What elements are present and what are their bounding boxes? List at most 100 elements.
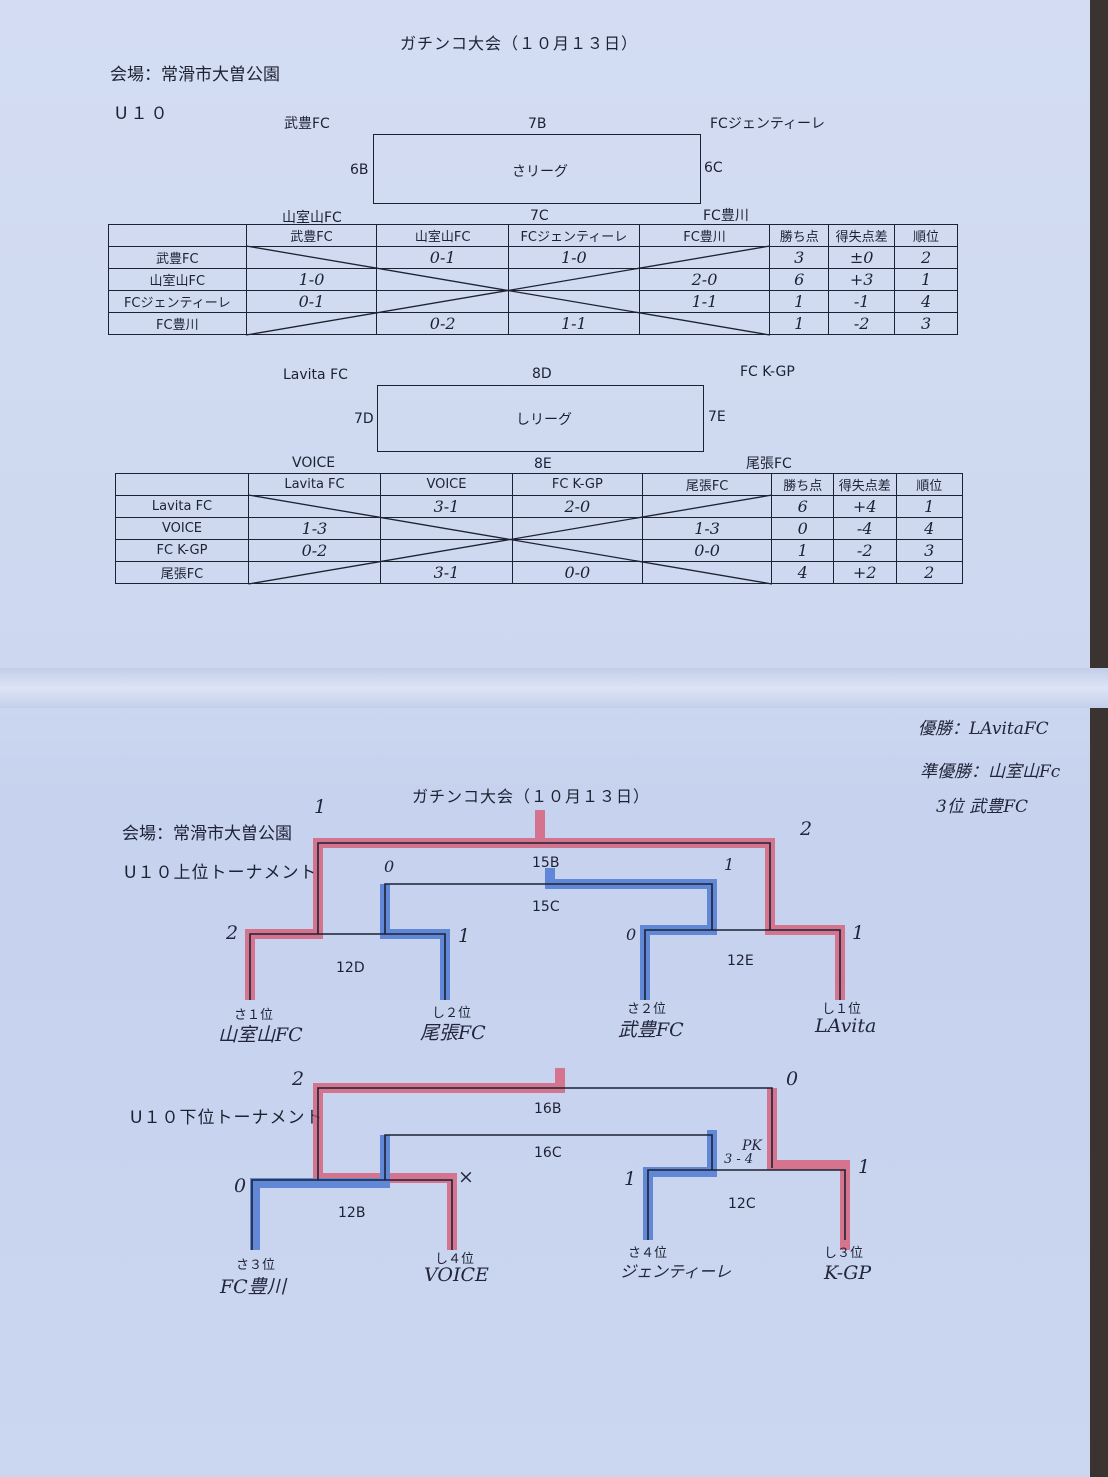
league-b-field-right: 7E	[708, 409, 726, 425]
league-a-field-left: 6B	[350, 162, 369, 178]
league-a-name: さリーグ	[512, 164, 568, 180]
table-cell: 0-0	[511, 561, 643, 584]
lower-semi-left-score-b: ×	[458, 1166, 474, 1188]
column-header: FCジェンティーレ	[508, 224, 640, 247]
lower-team-4-name: K-GP	[824, 1262, 872, 1284]
table-cell: 2	[895, 561, 964, 584]
upper-team-1-seed: さ１位	[234, 1008, 274, 1023]
league-b-top-right: FC K-GP	[740, 364, 795, 380]
lower-team-2-name: VOICE	[424, 1264, 489, 1286]
diagonal-line	[248, 494, 773, 585]
lower-semi-right-score-a: 1	[624, 1168, 637, 1190]
upper-tournament-label: U１０上位トーナメント	[124, 863, 318, 883]
column-header: 尾張FC	[641, 473, 773, 496]
league-a-field-right: 6C	[704, 160, 723, 176]
lower-semi-left-field: 12B	[338, 1205, 366, 1221]
row-team-name: FC豊川	[108, 312, 247, 335]
row-team-name: 尾張FC	[115, 561, 249, 584]
column-header: 山室山FC	[376, 224, 509, 247]
upper-semi-right-score-a: 0	[626, 925, 637, 944]
column-header: 得失点差	[832, 473, 897, 496]
upper-third-field: 15C	[532, 899, 560, 915]
league-b-field-left: 7D	[354, 411, 374, 427]
league-a-field-top: 7B	[528, 116, 547, 132]
table-cell: 0-1	[245, 290, 378, 313]
paper-fold	[0, 668, 1108, 708]
upper-semi-right-field: 12E	[727, 953, 754, 969]
sheet1-category: U１０	[115, 104, 171, 124]
league-b-field-bottom: 8E	[534, 456, 552, 472]
league-b-name: しリーグ	[516, 412, 572, 428]
table-cell: 1-0	[508, 246, 640, 269]
sheet2-title: ガチンコ大会（１０月１３日）	[412, 787, 651, 806]
table-cell: 2-0	[638, 268, 771, 291]
table-cell: 1-0	[245, 268, 378, 291]
sheet2-venue: 会場：常滑市大曽公園	[122, 824, 292, 844]
league-a-box	[373, 134, 701, 204]
lower-team-2-seed: し４位	[435, 1252, 475, 1267]
lower-final-score-b: 0	[786, 1068, 799, 1090]
result-runner-up: 準優勝：山室山Fc	[920, 762, 1061, 782]
lower-semi-right-field: 12C	[728, 1196, 756, 1212]
upper-final-score-a: 1	[314, 796, 327, 818]
lower-final-field: 16B	[534, 1101, 562, 1117]
lower-tournament-label: U１０下位トーナメント	[130, 1108, 324, 1128]
league-a-top-left: 武豊FC	[284, 116, 330, 132]
upper-third-score-a: 0	[384, 857, 395, 876]
table-cell: 4	[771, 561, 834, 584]
lower-team-1-seed: さ３位	[236, 1258, 276, 1273]
table-cell: 1	[771, 539, 834, 562]
row-team-name: 山室山FC	[108, 268, 247, 291]
upper-bracket-lines	[249, 842, 841, 1000]
table-cell: 0-2	[247, 539, 381, 562]
upper-team-4-seed: し１位	[822, 1002, 862, 1017]
league-b-bottom-right: 尾張FC	[746, 456, 792, 472]
upper-final-field: 15B	[532, 855, 560, 871]
table-cell: +2	[832, 561, 897, 584]
table-cell: -2	[828, 312, 896, 335]
league-b-field-top: 8D	[532, 366, 552, 382]
table-cell: 0-2	[376, 312, 509, 335]
table-cell: 2-0	[511, 495, 643, 518]
sheet1-venue: 会場：常滑市大曽公園	[110, 65, 280, 85]
lower-team-1-name: FC豊川	[220, 1276, 286, 1298]
lower-semi-right-score-b: 1	[858, 1156, 871, 1178]
league-a-bottom-right: FC豊川	[703, 208, 749, 224]
upper-third-score-b: 1	[724, 855, 735, 874]
lower-pk-label: PK	[742, 1138, 762, 1154]
table-cell: 1-1	[508, 312, 640, 335]
lower-semi-left-score-a: 0	[234, 1175, 247, 1197]
league-a-bottom-left: 山室山FC	[282, 210, 342, 226]
upper-team-3-name: 武豊FC	[618, 1019, 684, 1041]
upper-semi-left-score-b: 1	[458, 925, 471, 947]
upper-semi-left-score-a: 2	[226, 922, 239, 944]
sheet1-title: ガチンコ大会（１０月１３日）	[400, 34, 639, 53]
league-a-field-bottom: 7C	[530, 208, 549, 224]
column-header: 得失点差	[828, 224, 896, 247]
lower-team-3-seed: さ４位	[628, 1246, 668, 1261]
result-champion: 優勝：LAvitaFC	[918, 719, 1049, 739]
upper-team-4-name: LAvita	[815, 1015, 877, 1037]
lower-third-field: 16C	[534, 1145, 562, 1161]
league-a-top-right: FCジェンティーレ	[710, 116, 825, 132]
upper-team-1-name: 山室山FC	[218, 1024, 303, 1046]
upper-semi-left-field: 12D	[336, 960, 365, 976]
lower-team-3-name: ジェンティーレ	[620, 1262, 732, 1281]
upper-team-2-name: 尾張FC	[420, 1022, 486, 1044]
table-cell: ±0	[828, 246, 896, 269]
lower-bracket-lines	[251, 1087, 846, 1250]
diagonal-line	[246, 245, 771, 336]
row-team-name: Lavita FC	[115, 495, 249, 518]
upper-team-2-seed: し２位	[432, 1006, 472, 1021]
result-third: 3位 武豊FC	[936, 797, 1029, 817]
upper-semi-right-score-b: 1	[852, 922, 865, 944]
table-cell: 3	[894, 312, 958, 335]
table-cell: 3-1	[379, 561, 513, 584]
lower-team-4-seed: し３位	[824, 1246, 864, 1261]
upper-team-3-seed: さ２位	[627, 1002, 667, 1017]
